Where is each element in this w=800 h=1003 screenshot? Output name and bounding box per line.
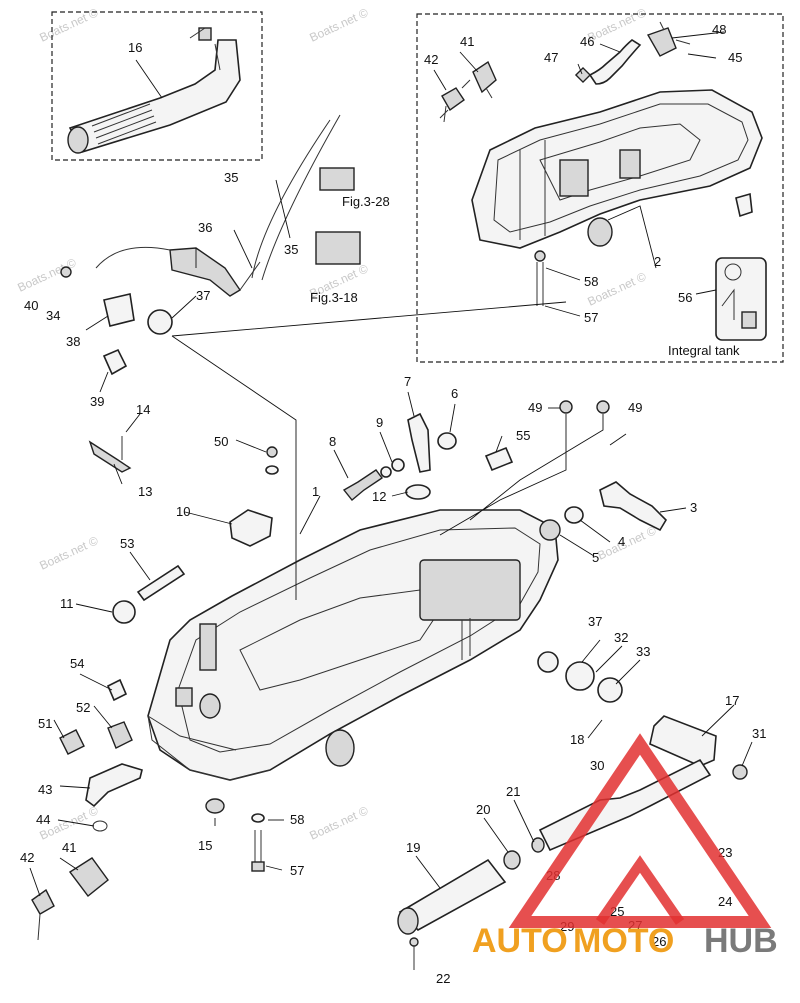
callout-7: 7 — [404, 374, 411, 389]
logo-triangle-icon — [508, 733, 772, 928]
callout-30: 30 — [590, 758, 604, 773]
callout-31: 31 — [752, 726, 766, 741]
callout-49: 49 — [628, 400, 642, 415]
figure-reference: Fig.3-28 — [342, 194, 390, 209]
callout-51: 51 — [38, 716, 52, 731]
callout-39: 39 — [90, 394, 104, 409]
callout-50: 50 — [214, 434, 228, 449]
watermark: Boats.net © — [585, 5, 648, 44]
callout-14: 14 — [136, 402, 150, 417]
tiller-inset-box — [51, 11, 263, 161]
callout-34: 34 — [46, 308, 60, 323]
watermark: Boats.net © — [37, 5, 100, 44]
logo-text-moto: MOTO — [573, 922, 674, 960]
callout-42: 42 — [20, 850, 34, 865]
watermark: Boats.net © — [595, 523, 658, 562]
callout-9: 9 — [376, 415, 383, 430]
callout-37: 37 — [588, 614, 602, 629]
watermark: Boats.net © — [307, 803, 370, 842]
callout-56: 56 — [678, 290, 692, 305]
callout-53: 53 — [120, 536, 134, 551]
figure-reference: Fig.3-18 — [310, 290, 358, 305]
callout-49: 49 — [528, 400, 542, 415]
callout-17: 17 — [725, 693, 739, 708]
callout-48: 48 — [712, 22, 726, 37]
callout-19: 19 — [406, 840, 420, 855]
logo-text-auto: AUTO — [472, 922, 568, 960]
callout-11: 11 — [60, 596, 74, 611]
leader-lines — [29, 31, 753, 897]
callout-36: 36 — [198, 220, 212, 235]
callout-52: 52 — [76, 700, 90, 715]
callout-4: 4 — [618, 534, 625, 549]
callout-5: 5 — [592, 550, 599, 565]
callout-26: 26 — [652, 934, 666, 949]
callout-35: 35 — [284, 242, 298, 257]
callout-57: 57 — [290, 863, 304, 878]
callout-33: 33 — [636, 644, 650, 659]
callout-10: 10 — [176, 504, 190, 519]
callout-12: 12 — [372, 489, 386, 504]
callout-24: 24 — [718, 894, 732, 909]
callout-41: 41 — [460, 34, 474, 49]
callout-54: 54 — [70, 656, 84, 671]
callout-18: 18 — [570, 732, 584, 747]
inset-caption: Integral tank — [668, 343, 740, 358]
callout-35: 35 — [224, 170, 238, 185]
callout-labels: 16 1 2 3 4 5 6 7 8 9 10 11 12 13 14 15 1… — [20, 22, 766, 986]
callout-6: 6 — [451, 386, 458, 401]
callout-47: 47 — [544, 50, 558, 65]
callout-1: 1 — [312, 484, 319, 499]
automotohub-logo: AUTO MOTO HUB — [472, 733, 778, 960]
callout-32: 32 — [614, 630, 628, 645]
callout-2: 2 — [654, 254, 661, 269]
callout-40: 40 — [24, 298, 38, 313]
watermark: Boats.net © — [307, 5, 370, 44]
callout-15: 15 — [198, 838, 212, 853]
callout-45: 45 — [728, 50, 742, 65]
lower-cowling-part — [147, 509, 559, 781]
callout-38: 38 — [66, 334, 80, 349]
callout-21: 21 — [506, 784, 520, 799]
callout-46: 46 — [580, 34, 594, 49]
integral-tank-cowling — [471, 89, 763, 249]
callout-58: 58 — [290, 812, 304, 827]
callout-44: 44 — [36, 812, 50, 827]
integral-tank-inset-box — [416, 13, 784, 363]
callout-22: 22 — [436, 971, 450, 986]
callout-55: 55 — [516, 428, 530, 443]
callout-41: 41 — [62, 840, 76, 855]
callout-43: 43 — [38, 782, 52, 797]
callout-20: 20 — [476, 802, 490, 817]
callout-42: 42 — [424, 52, 438, 67]
tiller-handle-part — [67, 27, 241, 154]
logo-text-hub: HUB — [704, 922, 778, 960]
callout-16: 16 — [128, 40, 142, 55]
main-small-parts — [31, 114, 748, 970]
inset-small-parts — [439, 21, 767, 341]
callout-37: 37 — [196, 288, 210, 303]
watermark: Boats.net © — [37, 533, 100, 572]
callout-3: 3 — [690, 500, 697, 515]
callout-8: 8 — [329, 434, 336, 449]
callout-13: 13 — [138, 484, 152, 499]
callout-58: 58 — [584, 274, 598, 289]
callout-57: 57 — [584, 310, 598, 325]
